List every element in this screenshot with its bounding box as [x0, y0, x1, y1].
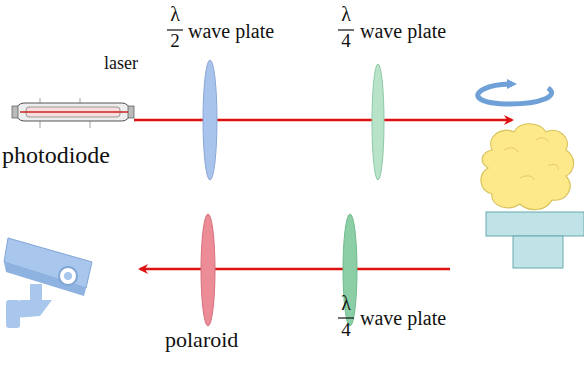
- fraction-denominator: 4: [341, 320, 351, 341]
- sample-texture: [504, 138, 558, 180]
- sample: [481, 124, 574, 210]
- rotation-arrow: [478, 84, 552, 104]
- photodiode-icon: [4, 238, 92, 328]
- laser-label: laser: [104, 54, 138, 74]
- photodiode-label: photodiode: [2, 142, 110, 168]
- fraction-denominator: 4: [341, 31, 351, 52]
- polaroid-label: polaroid: [165, 328, 238, 352]
- reflected-beam: [140, 268, 450, 271]
- quarter-wave-plate: [372, 64, 384, 180]
- laser-tube: [12, 98, 134, 128]
- stage-platform: [486, 212, 584, 236]
- plate-label: wave plate: [188, 20, 274, 42]
- plate-label: wave plate: [360, 20, 446, 42]
- polaroid-plate: [201, 214, 215, 326]
- fraction-numerator: λ: [341, 292, 351, 314]
- fraction-bar: [338, 317, 354, 318]
- fraction-numerator: λ: [341, 3, 351, 25]
- plate-label: wave plate: [360, 307, 446, 329]
- half-wave-plate: [203, 60, 217, 180]
- laser-beam: [134, 119, 512, 122]
- fraction-numerator: λ: [170, 3, 180, 25]
- stage-pedestal: [513, 236, 563, 268]
- fraction-denominator: 2: [170, 31, 180, 52]
